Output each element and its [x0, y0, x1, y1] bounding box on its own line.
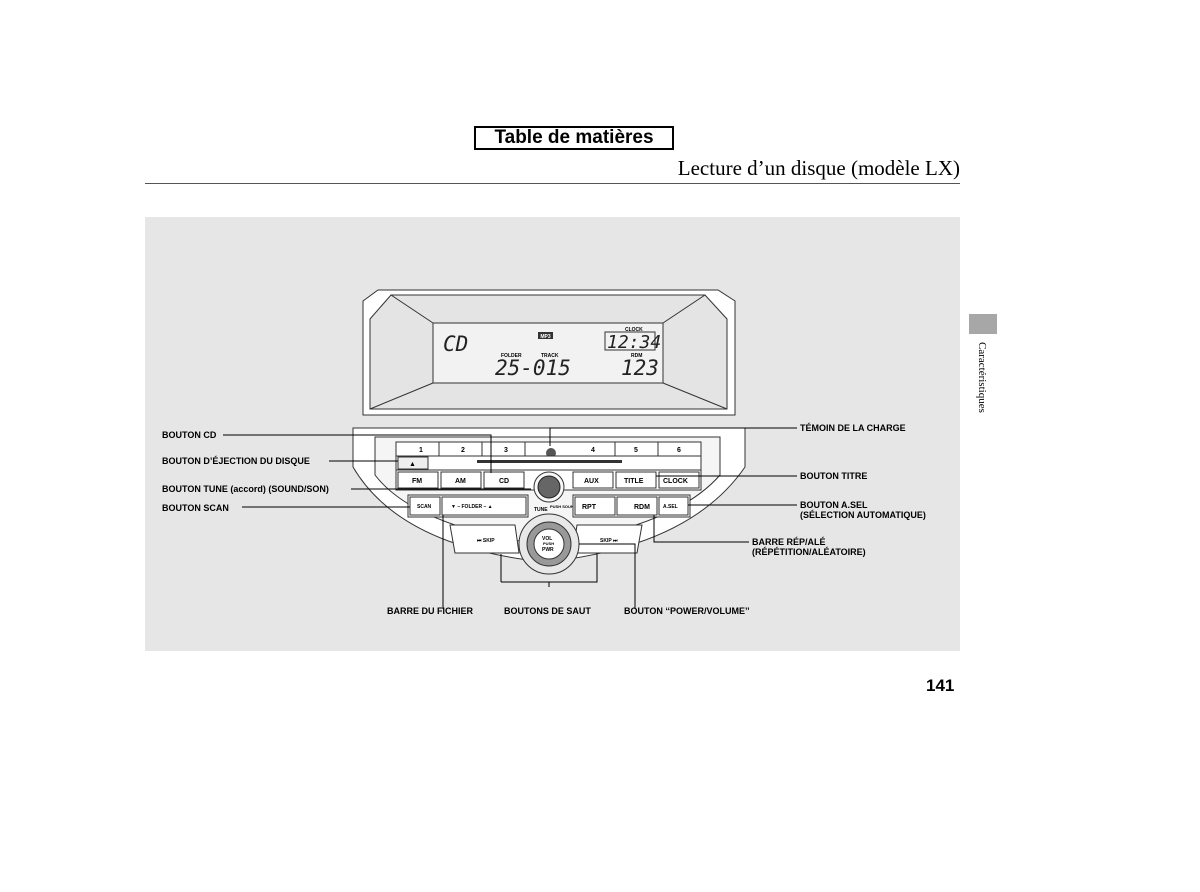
lcd-display: CD MP3 CLOCK 12:34 FOLDER TRACK 25-015 R… — [432, 322, 664, 384]
push-sound-label: PUSH SOUND — [550, 504, 577, 509]
callout-barre-rep-sub: (RÉPÉTITION/ALÉATOIRE) — [752, 547, 866, 557]
svg-text:PUSH: PUSH — [543, 541, 554, 546]
clock-button[interactable]: CLOCK — [658, 471, 700, 489]
table-of-contents-button[interactable]: Table de matières — [474, 126, 674, 150]
display-source: CD — [443, 332, 468, 356]
cd-button[interactable]: CD — [483, 471, 525, 489]
svg-text:AM: AM — [455, 478, 466, 485]
preset-2-button[interactable]: 2 — [461, 442, 483, 456]
svg-text:RPT: RPT — [582, 504, 597, 511]
display-rdm-value: 123 — [621, 356, 659, 380]
svg-text:SKIP ⏭: SKIP ⏭ — [600, 538, 618, 544]
eject-button[interactable] — [397, 456, 429, 470]
disc-slot — [477, 460, 622, 463]
callout-labels: BOUTON CD BOUTON D’ÉJECTION DU DISQUE BO… — [162, 423, 926, 616]
display-folder-track: 25-015 — [495, 356, 571, 380]
tune-label: TUNE — [534, 507, 548, 513]
preset-4-button[interactable]: 4 — [591, 442, 616, 456]
audio-panel-diagram: CD MP3 CLOCK 12:34 FOLDER TRACK 25-015 R… — [162, 289, 926, 616]
scan-button[interactable]: SCAN — [409, 496, 441, 516]
rpt-button[interactable]: RPT — [574, 496, 616, 516]
svg-text:⏮ SKIP: ⏮ SKIP — [477, 538, 495, 544]
slot-row: ▲ — [395, 455, 702, 471]
svg-text:MP3: MP3 — [540, 334, 551, 340]
mode-row: SCAN ▼ – FOLDER – ▲ RPT RDM A.SEL — [407, 494, 691, 518]
preset-3-button[interactable]: 3 — [504, 442, 526, 456]
svg-text:4: 4 — [591, 447, 595, 454]
callout-saut: BOUTONS DE SAUT — [504, 606, 591, 616]
svg-text:SCAN: SCAN — [417, 504, 432, 510]
svg-text:1: 1 — [419, 447, 423, 454]
track-label: TRACK — [541, 353, 559, 359]
svg-text:6: 6 — [677, 447, 681, 454]
folder-bar[interactable]: ▼ – FOLDER – ▲ — [441, 496, 527, 516]
skip-left-button[interactable]: ⏮ SKIP — [449, 524, 520, 554]
svg-text:3: 3 — [504, 447, 508, 454]
callout-barre-rep: BARRE RÉP/ALÉ — [752, 537, 826, 547]
rdm-button[interactable]: RDM — [616, 496, 658, 516]
folder-label: FOLDER — [501, 353, 522, 359]
preset-6-button[interactable]: 6 — [677, 447, 681, 454]
svg-text:TITLE: TITLE — [624, 478, 644, 485]
callout-asel-sub: (SÉLECTION AUTOMATIQUE) — [800, 510, 926, 520]
asel-button[interactable]: A.SEL — [658, 496, 689, 516]
header-rule — [145, 183, 960, 184]
clock-label: CLOCK — [625, 327, 643, 333]
callout-power: BOUTON ‘‘POWER/VOLUME’’ — [624, 606, 750, 616]
aux-button[interactable]: AUX — [572, 471, 614, 489]
callout-titre: BOUTON TITRE — [800, 471, 867, 481]
svg-text:A.SEL: A.SEL — [663, 504, 678, 510]
svg-text:FM: FM — [412, 478, 422, 485]
preset-1-button[interactable]: 1 — [419, 442, 440, 456]
svg-text:RDM: RDM — [634, 504, 650, 511]
svg-text:2: 2 — [461, 447, 465, 454]
callout-scan: BOUTON SCAN — [162, 503, 229, 513]
svg-text:AUX: AUX — [584, 478, 599, 485]
svg-text:VOL: VOL — [542, 536, 552, 542]
preset-5-button[interactable]: 5 — [634, 442, 659, 456]
svg-text:5: 5 — [634, 447, 638, 454]
am-button[interactable]: AM — [440, 471, 482, 489]
fm-button[interactable]: FM — [397, 471, 439, 489]
svg-text:CD: CD — [499, 478, 509, 485]
callout-asel: BOUTON A.SEL — [800, 500, 868, 510]
callout-ejection: BOUTON D’ÉJECTION DU DISQUE — [162, 456, 310, 466]
power-volume-knob[interactable]: VOL PUSH PWR — [518, 513, 580, 575]
svg-text:▼ – FOLDER – ▲: ▼ – FOLDER – ▲ — [451, 504, 493, 510]
svg-text:CLOCK: CLOCK — [663, 478, 688, 485]
display-time: 12:34 — [607, 332, 661, 353]
preset-row: 1 2 3 4 5 6 — [395, 441, 702, 458]
callout-fichier: BARRE DU FICHIER — [387, 606, 474, 616]
page-title: Lecture d’un disque (modèle LX) — [677, 156, 960, 180]
svg-text:PWR: PWR — [542, 547, 554, 553]
callout-bouton-cd: BOUTON CD — [162, 430, 217, 440]
skip-right-button[interactable]: SKIP ⏭ — [572, 524, 643, 554]
rdm-label: RDM — [631, 353, 642, 359]
mp3-badge — [538, 332, 553, 339]
page-number: 141 — [926, 676, 955, 695]
svg-text:▲: ▲ — [409, 461, 416, 468]
tune-knob[interactable]: TUNE PUSH SOUND — [533, 471, 577, 513]
callout-lines — [223, 427, 797, 609]
callout-tune: BOUTON TUNE (accord) (SOUND/SON) — [162, 484, 329, 494]
chapter-tab — [969, 314, 997, 334]
chapter-tab-label: Caractéristiques — [976, 342, 988, 413]
title-button[interactable]: TITLE — [615, 471, 657, 489]
callout-temoin: TÉMOIN DE LA CHARGE — [800, 423, 906, 433]
